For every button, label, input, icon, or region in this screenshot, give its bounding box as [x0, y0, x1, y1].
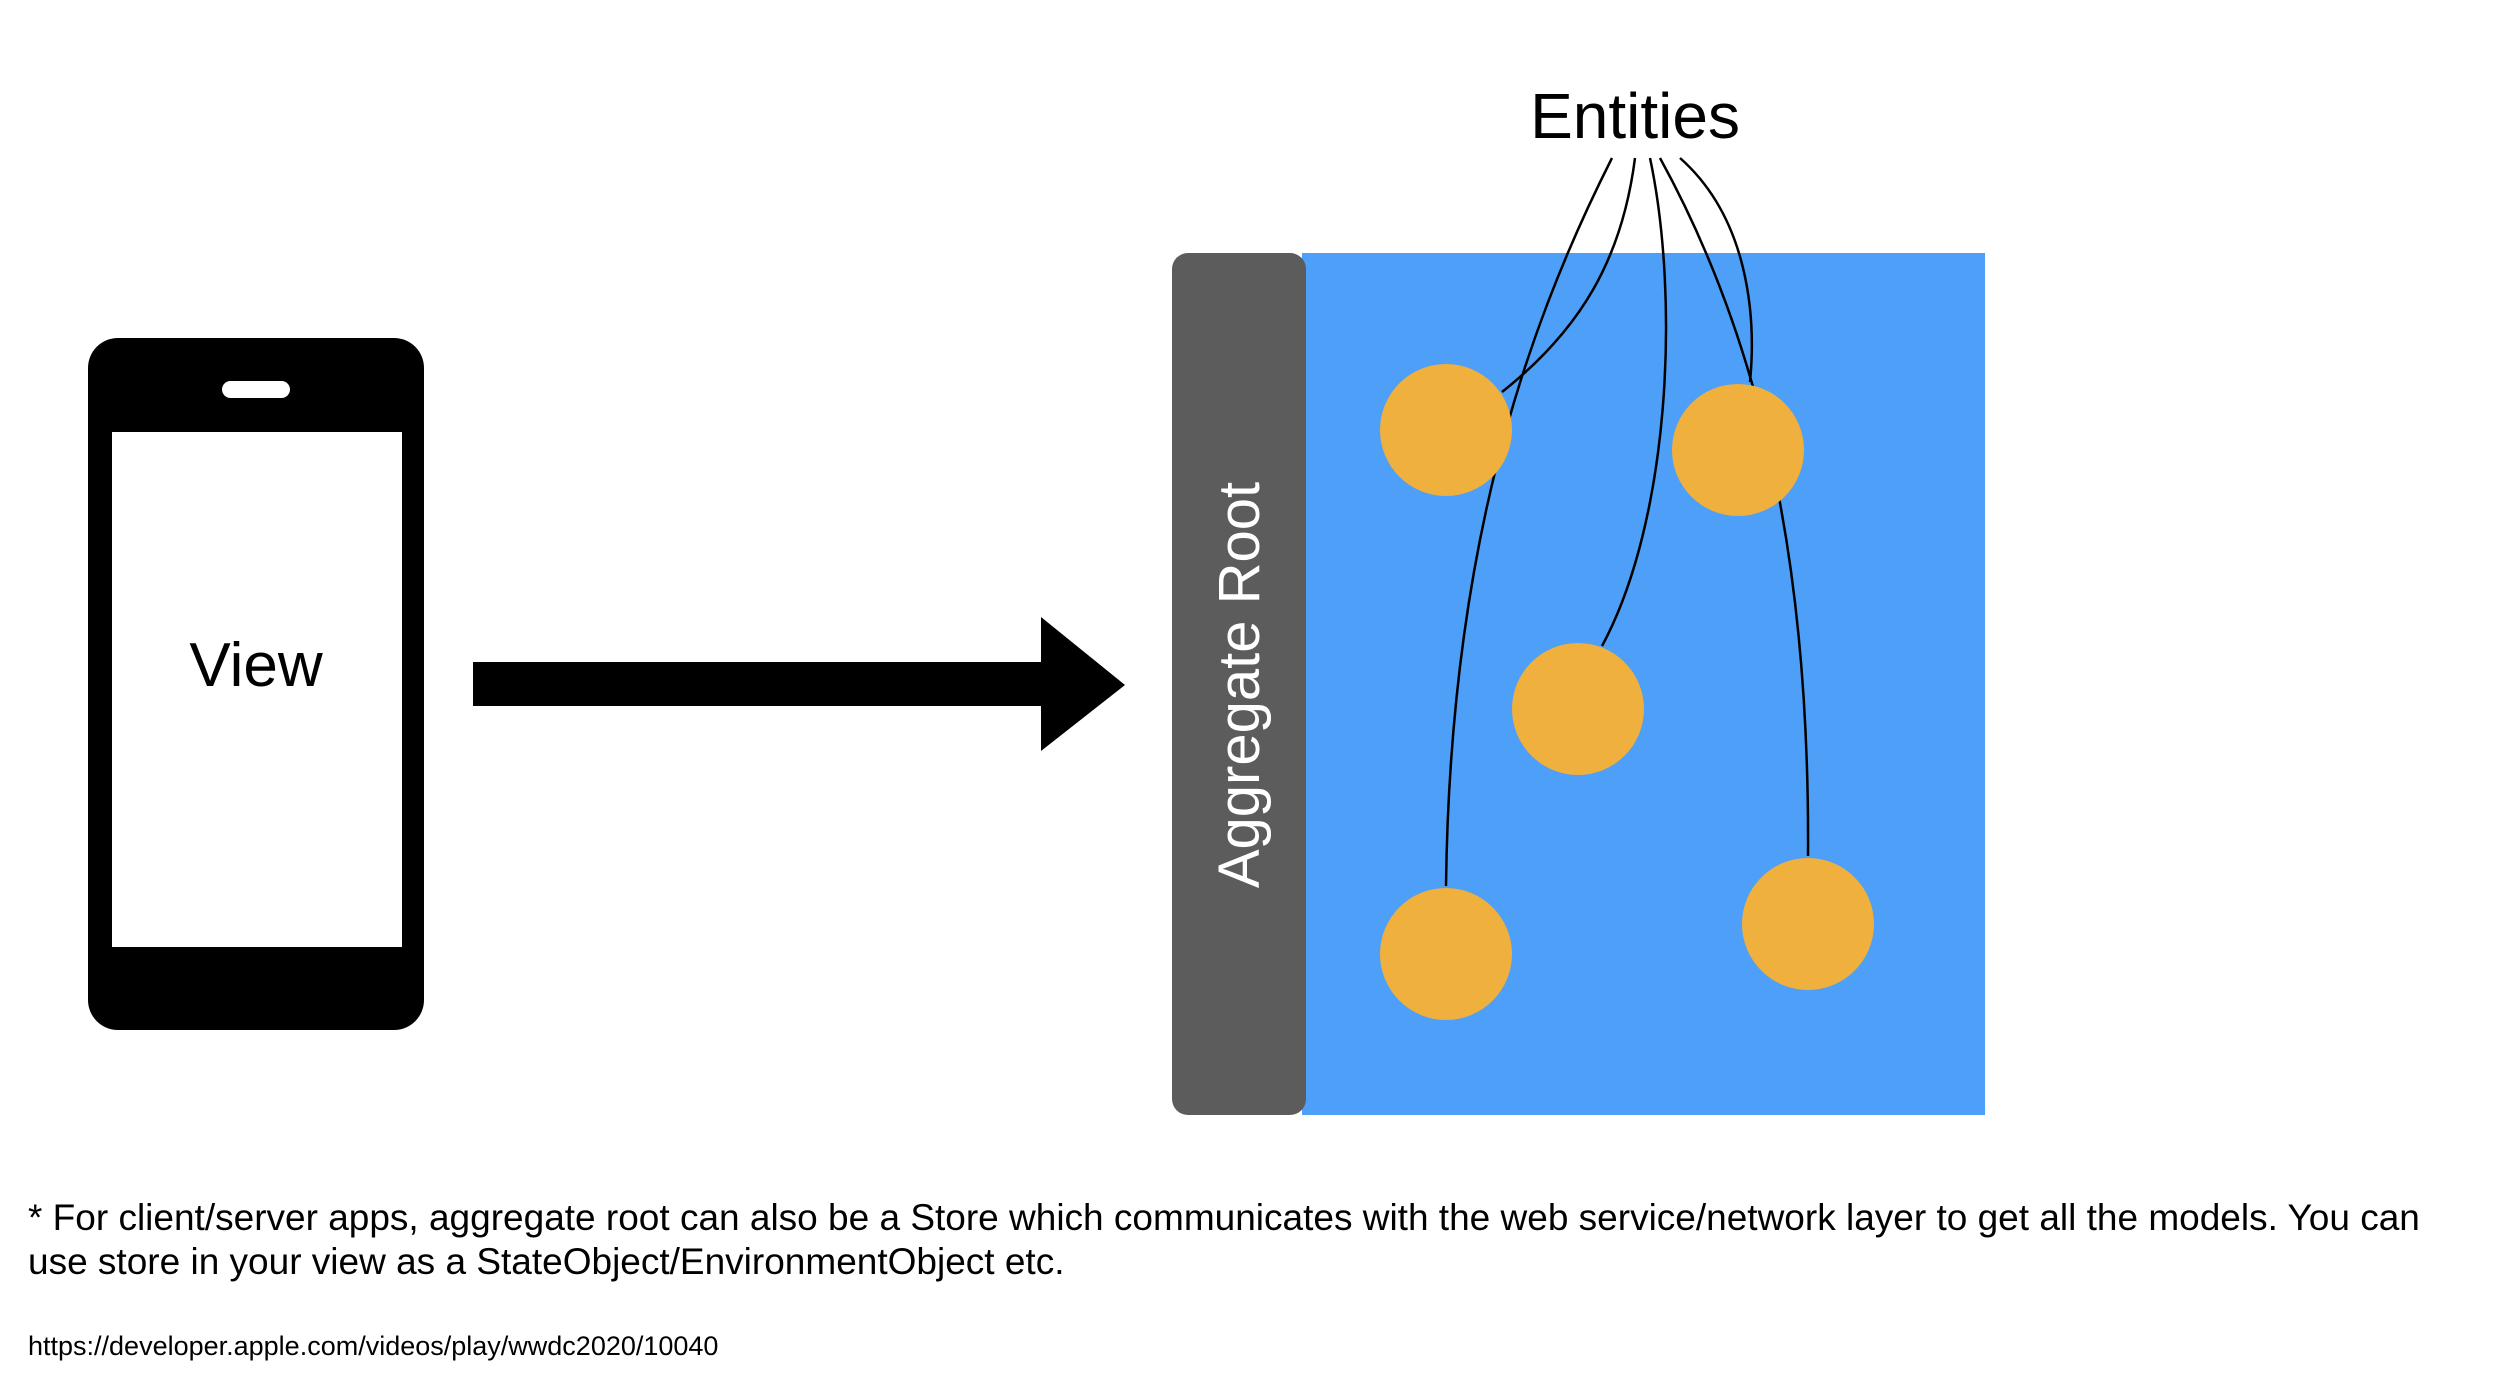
entity-circle	[1672, 384, 1804, 516]
phone-icon: View	[88, 338, 424, 1030]
connector-line	[1501, 157, 1637, 393]
entity-circle	[1380, 888, 1512, 1020]
source-link[interactable]: https://developer.apple.com/videos/play/…	[28, 1331, 719, 1361]
entities-label: Entities	[1530, 80, 1740, 152]
aggregate-root-bar	[1172, 253, 1306, 1115]
phone-screen	[112, 432, 402, 947]
connector-line	[1600, 157, 1668, 647]
aggregate-root-label: Aggregate Root	[1207, 482, 1272, 888]
entities	[1380, 364, 1874, 1020]
footnote: * For client/server apps, aggregate root…	[28, 1197, 2420, 1282]
phone-speaker	[222, 381, 290, 398]
connector-line	[1679, 157, 1754, 383]
entity-circle	[1742, 858, 1874, 990]
right-arrow-icon	[473, 617, 1125, 751]
entity-circle	[1380, 364, 1512, 496]
view-label: View	[189, 631, 322, 700]
entity-circle	[1512, 643, 1644, 775]
